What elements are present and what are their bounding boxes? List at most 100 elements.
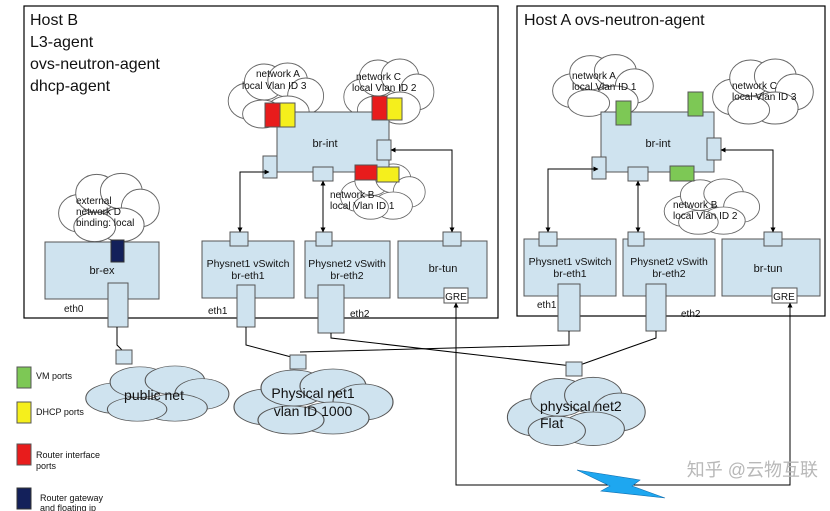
host-b-cloud-external: external network D binding: local [58,172,160,243]
router-interface-port [371,95,388,121]
eth0-port [107,282,129,328]
dhcp-port [279,102,296,128]
eth2-port [317,284,345,334]
host-b-cloud-network-a: network A local Vlan ID 3 [227,62,325,129]
cloud-label: local Vlan ID 1 [572,82,637,93]
network-label: physical net2 [540,398,622,414]
bridge-label: br-tun [429,263,458,275]
legend-label: Router interface [36,450,100,460]
cloud-label: network A [572,71,616,82]
host-b-cloud-network-c: network C local Vlan ID 2 [343,58,435,125]
cloud-label: network B [673,200,718,211]
bridge-label: br-int [645,138,670,150]
cloud-label: network C [356,72,401,83]
nic-label: eth0 [64,304,84,315]
physical-net1-cloud: Physical net1 vlan ID 1000 [233,354,394,435]
cloud-label: local Vlan ID 2 [352,83,417,94]
cloud-label: local Vlan ID 3 [242,81,307,92]
nic-label: eth2 [681,309,701,320]
bridge-label: br-ex [89,265,115,277]
host-a-links [545,147,776,233]
cloud-label: network D [76,207,121,218]
host-b-title: Host B L3-agent ovs-neutron-agent dhcp-a… [30,12,160,95]
port [315,231,333,247]
eth1-port [236,284,256,328]
port [591,156,607,180]
host-a-cloud-network-a: network A local Vlan ID 1 [552,54,654,117]
vm-port [687,91,704,117]
host-a-physnet2: Physnet2 vSwith br-eth2 eth2 [622,231,716,332]
legend-swatch-dhcp-port [16,401,32,424]
port [538,231,558,247]
bridge-label: br-eth2 [330,270,363,282]
host-b-br-ex: br-ex eth0 [44,239,160,328]
port [627,231,645,247]
router-gateway-port [110,239,125,263]
host-a-physnet1: Physnet1 vSwitch br-eth1 eth1 [523,231,617,332]
port [565,361,583,377]
host-a-title: Host A ovs-neutron-agent [524,12,705,29]
host-a-br-tun: br-tun GRE [721,231,821,304]
router-interface-port [264,102,281,128]
cloud-label: network A [256,69,300,80]
legend-label: and floating ip [40,503,96,511]
host-b-title-line: Host B [30,12,78,29]
nic-label: eth1 [208,306,228,317]
physical-net2-cloud: physical net2 Flat [506,361,646,447]
bridge-label: br-eth1 [553,268,586,280]
network-label: Physical net1 [271,385,354,401]
network-label: Flat [540,415,563,431]
network-label: public net [124,387,184,403]
bridge-label: br-eth1 [231,270,264,282]
dhcp-port [376,166,400,183]
port [442,231,462,247]
legend-label: VM ports [36,371,73,381]
router-interface-port [354,164,378,181]
legend-label: DHCP ports [36,407,84,417]
port [763,231,783,247]
legend-swatch-router-interface [16,443,32,466]
bridge-label: br-int [312,138,337,150]
cloud-label: network B [330,190,375,201]
bridge-label: Physnet1 vSwitch [207,258,290,270]
eth1-port [557,283,581,332]
bridge-label: Physnet1 vSwitch [529,256,612,268]
watermark: 知乎 @云物互联 [687,460,818,480]
gre-label: GRE [773,292,795,303]
nic-label: eth1 [537,300,557,311]
network-label: vlan ID 1000 [274,403,353,419]
host-b-br-tun: br-tun GRE [397,231,488,304]
bridge-label: br-eth2 [652,268,685,280]
cloud-label: network C [732,81,777,92]
port [289,354,307,370]
host-b-title-line: ovs-neutron-agent [30,56,160,73]
legend-swatch-router-gateway [16,487,32,510]
host-b-title-line: L3-agent [30,34,94,51]
cloud-label: local Vlan ID 2 [673,211,738,222]
cloud-label: external [76,196,112,207]
bridge-label: br-tun [754,263,783,275]
host-b-links [237,147,455,233]
host-a-cloud-network-c: network C local Vlan ID 3 [712,58,814,125]
dhcp-port [386,97,403,121]
vm-port [669,165,695,182]
host-b-physnet1: Physnet1 vSwitch br-eth1 eth1 [201,231,295,328]
cloud-label: binding: local [76,218,134,229]
port [262,155,278,179]
port [627,166,649,182]
port [229,231,249,247]
nic-label: eth2 [350,309,370,320]
vm-port [615,100,632,126]
legend: VM ports DHCP ports Router interface por… [16,366,104,511]
public-net-cloud: public net [85,349,230,422]
host-a-cloud-network-b: network B local Vlan ID 2 [663,178,761,235]
cloud-label: local Vlan ID 3 [732,92,797,103]
port [376,139,392,161]
lightning-icon [576,469,666,499]
bridge-label: Physnet2 vSwith [630,256,708,268]
legend-label: Router gateway [40,493,104,503]
port [312,166,334,182]
legend-swatch-vm-port [16,366,32,389]
port [706,137,722,161]
